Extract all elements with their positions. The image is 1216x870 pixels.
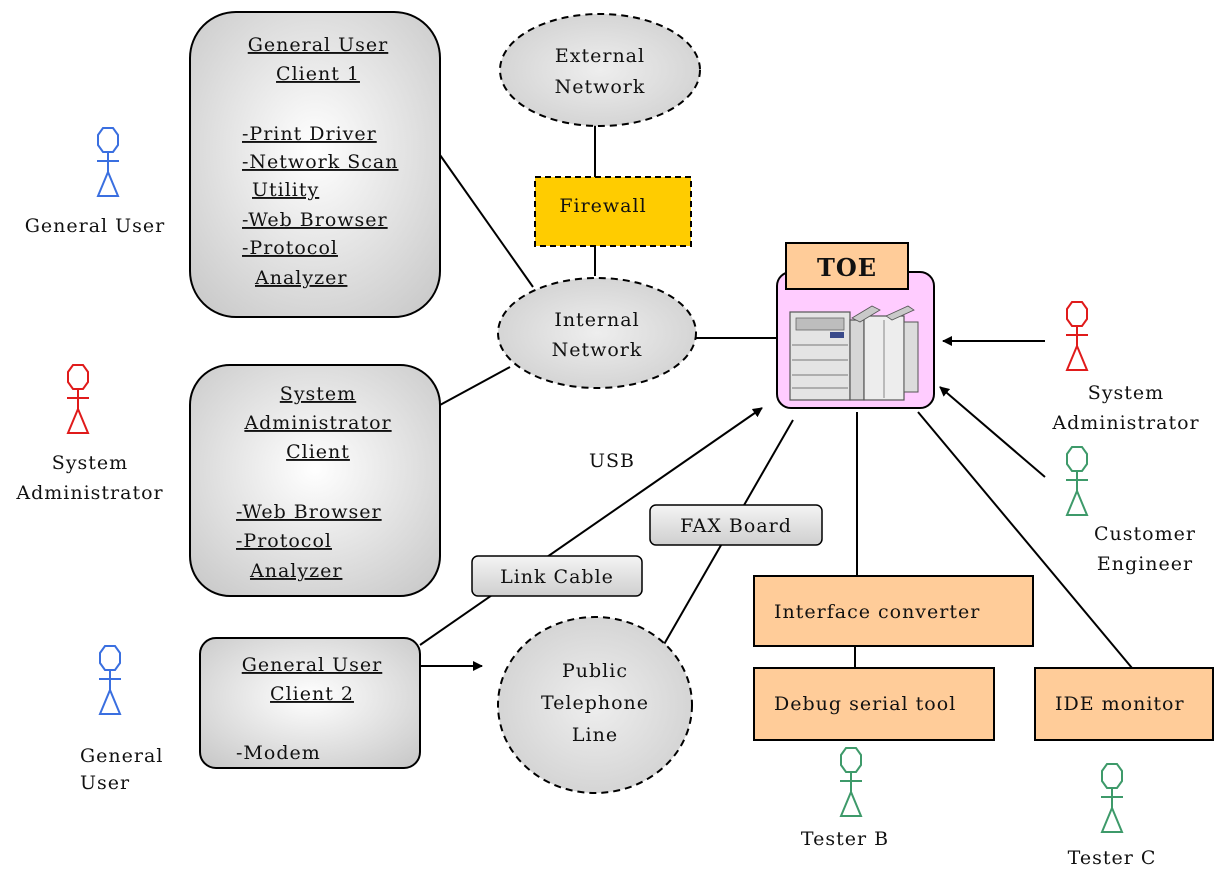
engineer-to-toe-arrow (939, 386, 1046, 478)
client2-item-modem: -Modem (236, 742, 321, 764)
multifunction-printer-icon (789, 305, 919, 401)
ide-monitor-label: IDE monitor (1055, 693, 1185, 715)
system-admin-right-actor: System Administrator (1051, 301, 1199, 434)
toe-device: TOE (776, 242, 935, 409)
system-admin-left-label-2: Administrator (15, 482, 163, 504)
client1-item-analyzer: Analyzer (254, 267, 347, 289)
stick-figure-icon (98, 645, 122, 715)
general-user-top-label: General User (25, 215, 166, 237)
fax-board-label: FAX Board (680, 515, 792, 537)
client1-item-print-driver: -Print Driver (242, 123, 377, 145)
client2-to-usb-line (419, 407, 763, 646)
admin-client-title-3: Client (286, 441, 350, 463)
stick-figure-icon (1100, 763, 1124, 833)
stick-figure-icon (66, 364, 90, 434)
client2-title-2: Client 2 (270, 683, 354, 705)
ide-monitor-box: IDE monitor (1034, 667, 1214, 741)
general-user-bottom-label-2: User (80, 772, 130, 794)
system-admin-left-actor: System Administrator (15, 364, 163, 504)
customer-engineer-label-2: Engineer (1097, 553, 1193, 575)
external-network-label-1: External (555, 45, 645, 67)
phone-line-label-2: Telephone (541, 692, 649, 714)
customer-engineer-label-1: Customer (1094, 523, 1196, 545)
admin-client-item-web-browser: -Web Browser (236, 501, 382, 523)
system-admin-right-label-1: System (1088, 382, 1164, 404)
client1-item-protocol: -Protocol (242, 237, 338, 259)
admin-client-item-analyzer: Analyzer (249, 560, 342, 582)
tester-b-actor: Tester B (801, 747, 889, 850)
tester-b-label: Tester B (801, 828, 889, 850)
tester-c-actor: Tester C (1068, 763, 1157, 869)
stick-figure-icon (839, 747, 863, 817)
link-cable-label-box: Link Cable (471, 555, 643, 597)
internal-network-cloud: Internal Network (497, 277, 697, 389)
public-telephone-line-cloud: Public Telephone Line (497, 616, 693, 794)
system-administrator-client: System Administrator Client -Web Browser… (189, 364, 441, 597)
stick-figure-icon (96, 127, 120, 197)
general-user-client-1: General User Client 1 -Print Driver -Net… (189, 11, 441, 318)
system-admin-right-label-2: Administrator (1051, 412, 1199, 434)
client1-to-internal-line (439, 154, 534, 288)
external-network-label-2: Network (555, 76, 646, 98)
general-user-top-actor: General User (25, 127, 166, 237)
link-cable-label: Link Cable (500, 566, 614, 588)
external-network-cloud: External Network (499, 13, 701, 127)
internal-network-label-1: Internal (554, 309, 639, 331)
firewall-box: Firewall (534, 176, 692, 247)
customer-engineer-actor: Customer Engineer (1065, 446, 1196, 575)
toe-to-ide-monitor-line (917, 411, 1133, 669)
admin-client-title-1: System (280, 383, 356, 405)
general-user-bottom-actor: General User (80, 645, 163, 794)
toe-label: TOE (817, 253, 877, 282)
connection-lines (415, 123, 1133, 671)
fax-board-label-box: FAX Board (649, 504, 823, 546)
client1-title-2: Client 1 (276, 63, 360, 85)
interface-converter-label: Interface converter (774, 601, 980, 623)
admin-client-title-2: Administrator (243, 412, 391, 434)
general-user-client-2: General User Client 2 -Modem (199, 637, 421, 769)
phone-line-label-1: Public (562, 660, 628, 682)
debug-serial-tool-label: Debug serial tool (774, 693, 956, 715)
admin-client-to-internal-line (439, 366, 511, 406)
debug-serial-tool-box: Debug serial tool (753, 667, 995, 741)
internal-network-label-2: Network (552, 339, 643, 361)
stick-figure-icon (1065, 301, 1089, 371)
firewall-label: Firewall (559, 195, 646, 217)
client1-item-utility: Utility (252, 179, 319, 201)
client1-item-network-scan: -Network Scan (242, 151, 398, 173)
client1-item-web-browser: -Web Browser (242, 209, 388, 231)
general-user-bottom-label-1: General (80, 745, 163, 767)
client2-title-1: General User (242, 654, 383, 676)
interface-converter-box: Interface converter (753, 575, 1034, 647)
phone-line-label-3: Line (572, 724, 618, 746)
system-admin-left-label-1: System (52, 452, 128, 474)
tester-c-label: Tester C (1068, 847, 1157, 869)
admin-client-item-protocol: -Protocol (236, 530, 332, 552)
client1-title-1: General User (248, 34, 389, 56)
stick-figure-icon (1065, 446, 1089, 516)
usb-label: USB (589, 450, 635, 472)
